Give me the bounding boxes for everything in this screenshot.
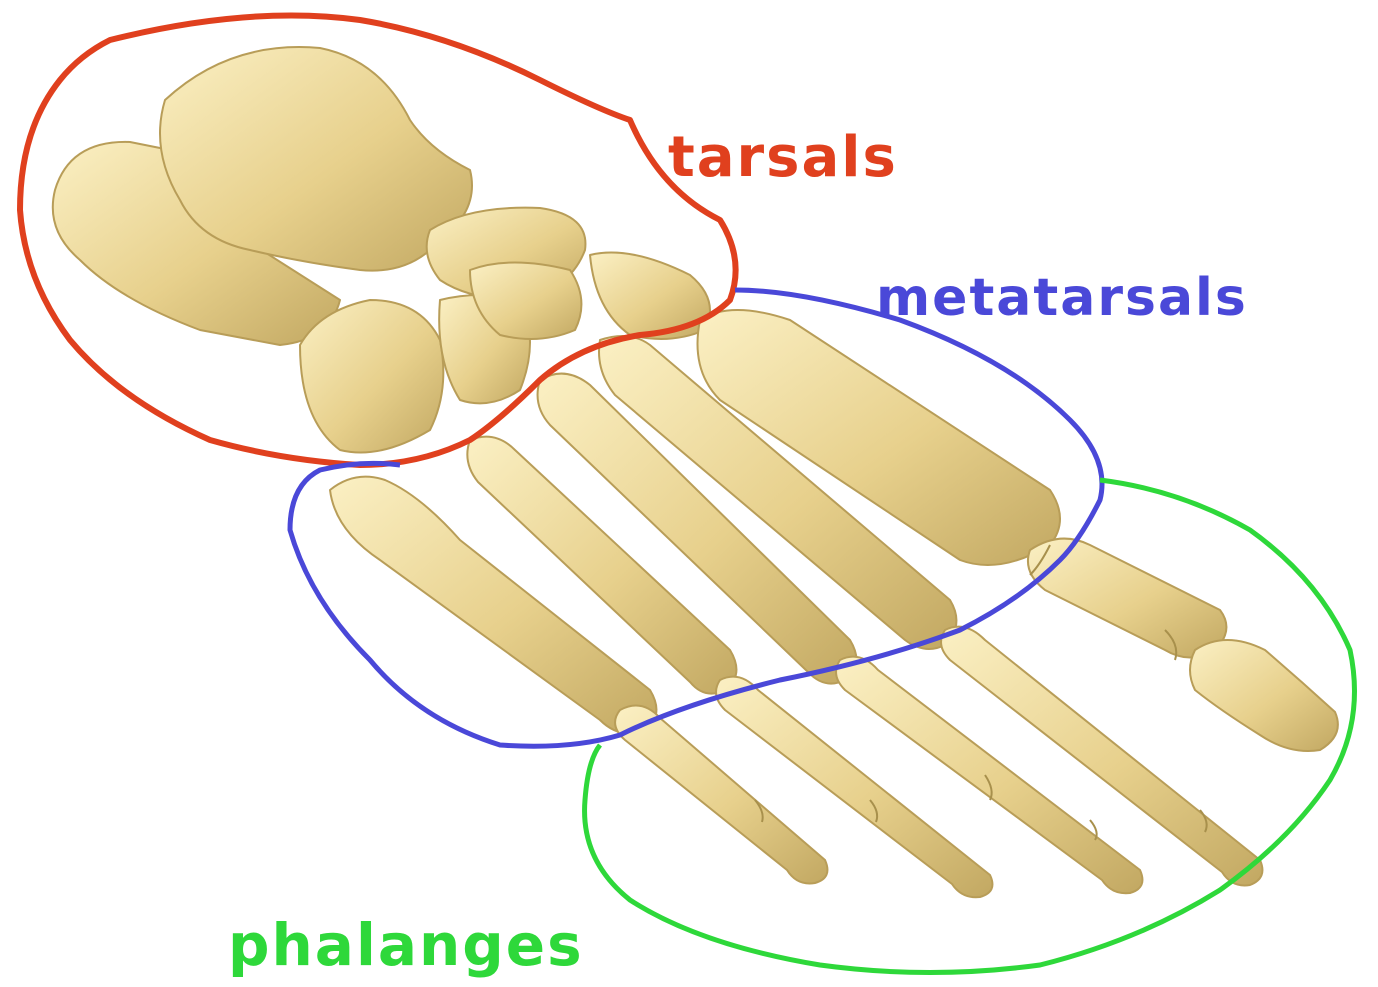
phalanx-toe-4: [716, 677, 992, 898]
phalanx-big-toe-distal: [1190, 640, 1338, 751]
cuboid-bone: [300, 300, 443, 453]
tarsals-label: tarsals: [668, 130, 898, 186]
metatarsals-label: metatarsals: [876, 272, 1248, 324]
phalanges-label: phalanges: [228, 916, 584, 974]
phalanx-big-toe-proximal: [1028, 539, 1226, 658]
